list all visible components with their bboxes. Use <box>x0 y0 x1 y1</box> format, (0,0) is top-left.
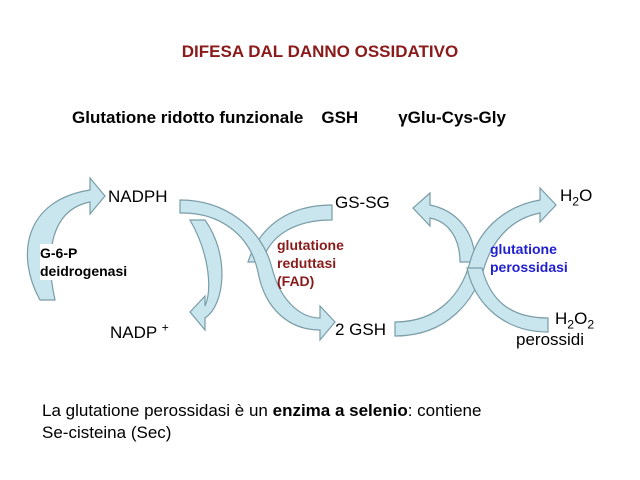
h2o-sub: 2 <box>572 194 580 209</box>
subtitle-gsh: GSH <box>321 108 359 127</box>
enzyme-reductase-line3: (FAD) <box>277 273 315 289</box>
arrow-right-up <box>394 186 557 337</box>
label-nadp-sup: + <box>161 320 169 335</box>
enzyme-g6p-dehydrogenase: G-6-P deidrogenasi <box>40 244 128 280</box>
label-nadph: NADPH <box>108 187 168 206</box>
label-perossidi: perossidi <box>516 330 585 349</box>
enzyme-g6p-line1: G-6-P <box>40 245 78 261</box>
label-nadp: NADP + <box>110 320 169 343</box>
h2o2-o: O <box>574 309 588 328</box>
subtitle-glutathione: Glutatione ridotto funzionale <box>72 108 304 127</box>
label-h2o: H2O <box>560 186 593 209</box>
label-h2o2: H2O2 <box>555 309 595 332</box>
arrow-right-h2o2 <box>466 267 549 333</box>
enzyme-peroxidase-line2: perossidasi <box>490 259 568 275</box>
h2o-h: H <box>560 186 573 205</box>
footer-bold: enzima a selenio <box>272 401 408 420</box>
enzyme-reductase-line1: glutatione <box>277 237 344 253</box>
footer-text-2: : contiene <box>407 401 482 420</box>
subtitle: Glutatione ridotto funzionale GSH γGlu-Cys… <box>72 108 506 128</box>
enzyme-glutathione-reductase: glutatione reduttasi (FAD) <box>277 236 344 290</box>
footer-note: La glutatione perossidasi è un enzima a … <box>42 400 622 444</box>
footer-text-1: La glutatione perossidasi è un <box>42 401 273 420</box>
label-2gsh: 2 GSH <box>335 320 387 339</box>
enzyme-glutathione-peroxidase: glutatione perossidasi <box>490 240 568 276</box>
h2o2-h: H <box>555 309 568 328</box>
label-gssg: GS-SG <box>335 193 390 212</box>
h2o2-sub2: 2 <box>587 317 595 332</box>
h2o2-sub1: 2 <box>567 317 575 332</box>
label-nadp-text: NADP <box>110 323 157 342</box>
subtitle-formula: γGlu-Cys-Gly <box>398 108 506 127</box>
arrow-right-gssg <box>412 191 476 263</box>
page-title: DIFESA DAL DANNO OSSIDATIVO <box>181 42 459 61</box>
h2o-o: O <box>579 186 593 205</box>
arrow-left-down <box>188 219 223 332</box>
enzyme-peroxidase-line1: glutatione <box>490 241 557 257</box>
arrow-middle-down <box>179 199 336 342</box>
arrow-left-up <box>26 176 106 301</box>
enzyme-reductase-line2: reduttasi <box>277 255 337 271</box>
footer-line-2: Se-cisteina (Sec) <box>42 423 172 442</box>
enzyme-g6p-line2: deidrogenasi <box>40 263 128 279</box>
